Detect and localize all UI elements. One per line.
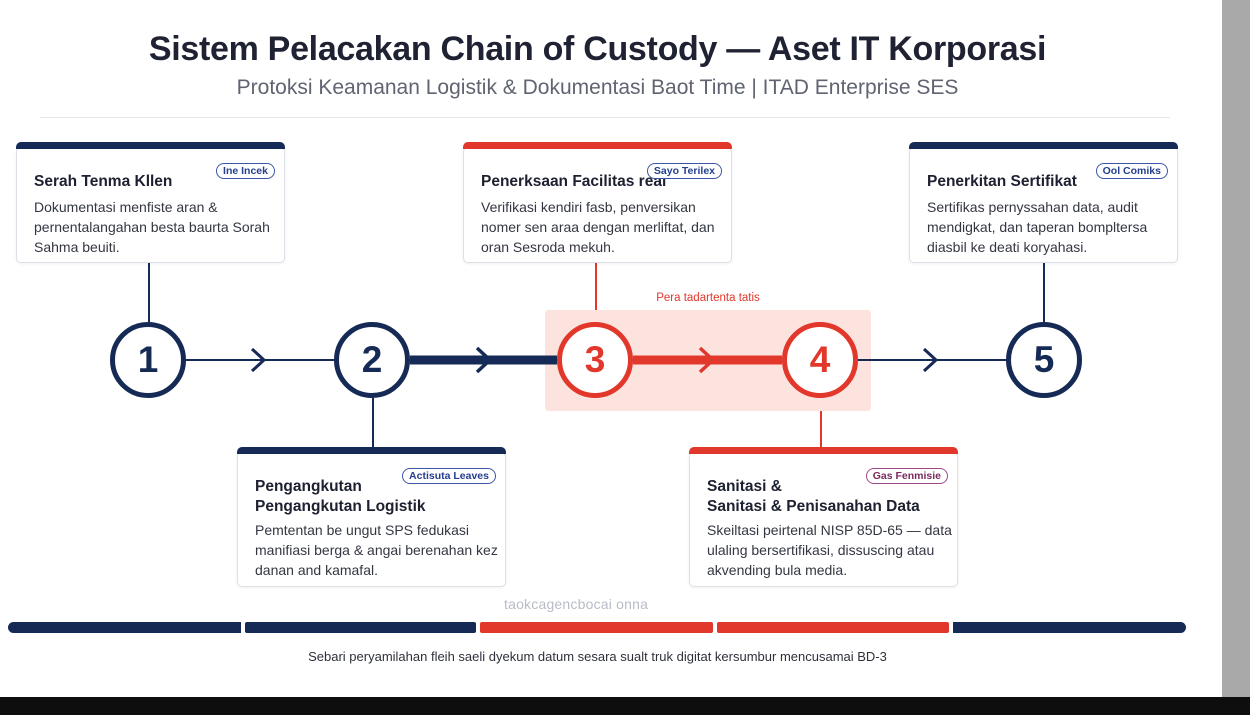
card-title: Pengangkutan Pengangkutan Logistik [255, 478, 426, 515]
status-badge: Ool Comiks [1095, 163, 1168, 179]
step-card-3: Penerksaan Facilitas real Sayo Terilex V… [463, 142, 732, 263]
card-accent-bar [237, 447, 506, 454]
step-node-3: 3 [557, 322, 633, 398]
stem-3 [595, 262, 597, 322]
card-description: Verifikasi kendiri fasb, penversikan nom… [481, 199, 715, 255]
header-divider [40, 117, 1170, 118]
card-description: Sertifikas pernyssahan data, audit mendi… [927, 199, 1148, 255]
card-title: Penerksaan Facilitas real [481, 173, 667, 190]
footnote: Sebari peryamilahan fleih saeli dyekum d… [308, 649, 887, 664]
connector-2-3 [410, 346, 557, 374]
stem-5 [1043, 262, 1045, 322]
card-description: Pemtentan be ungut SPS fedukasi manifias… [255, 522, 498, 578]
page-subtitle: Protoksi Keamanan Logistik & Dokumentasi… [236, 76, 959, 99]
card-accent-bar [909, 142, 1178, 149]
connector-4-5 [858, 347, 1006, 373]
diagram-canvas: Sistem Pelacakan Chain of Custody — Aset… [0, 0, 1222, 697]
status-badge: Gas Fenmisie [865, 468, 948, 484]
track-segment-4 [717, 622, 949, 633]
page-edge [1222, 0, 1250, 697]
step-card-2: Pengangkutan Pengangkutan Logistik Actis… [237, 447, 506, 587]
card-title: Penerkitan Sertifikat [927, 173, 1077, 190]
connector-1-2 [186, 347, 334, 373]
bottom-frame [0, 697, 1250, 715]
connector-3-4 [633, 346, 782, 374]
step-card-5: Penerkitan Sertifikat Ool Comiks Sertifi… [909, 142, 1178, 263]
card-title: Serah Tenma Kllen [34, 173, 173, 190]
watermark: taokcagencbocai onna [504, 596, 649, 612]
card-description: Skeiltasi peirtenal NISP 85D-65 — data u… [707, 522, 952, 578]
track-segment-2 [245, 622, 476, 633]
stem-1 [148, 262, 150, 322]
connectors [186, 346, 1006, 374]
track-segment-3 [480, 622, 713, 633]
track-segment-1 [8, 622, 241, 633]
status-badge: Ine Incek [216, 163, 275, 179]
step-card-4: Sanitasi & Sanitasi & Penisanahan Data G… [689, 447, 958, 587]
critical-zone-label: Pera tadartenta tatis [656, 292, 760, 304]
status-badge: Actisuta Leaves [402, 468, 496, 484]
card-title: Sanitasi & Sanitasi & Penisanahan Data [707, 478, 920, 515]
step-card-1: Serah Tenma Kllen Ine Incek Dokumentasi … [16, 142, 285, 263]
step-node-5: 5 [1006, 322, 1082, 398]
stem-4 [820, 398, 822, 448]
card-description: Dokumentasi menfiste aran & pernentalang… [34, 199, 270, 255]
stem-2 [372, 398, 374, 448]
page-title: Sistem Pelacakan Chain of Custody — Aset… [148, 30, 1047, 68]
step-node-4: 4 [782, 322, 858, 398]
status-badge: Sayo Terilex [646, 163, 722, 179]
step-node-1: 1 [110, 322, 186, 398]
step-node-2: 2 [334, 322, 410, 398]
card-accent-bar [689, 447, 958, 454]
track-segment-5 [953, 622, 1186, 633]
card-accent-bar [463, 142, 732, 149]
card-accent-bar [16, 142, 285, 149]
